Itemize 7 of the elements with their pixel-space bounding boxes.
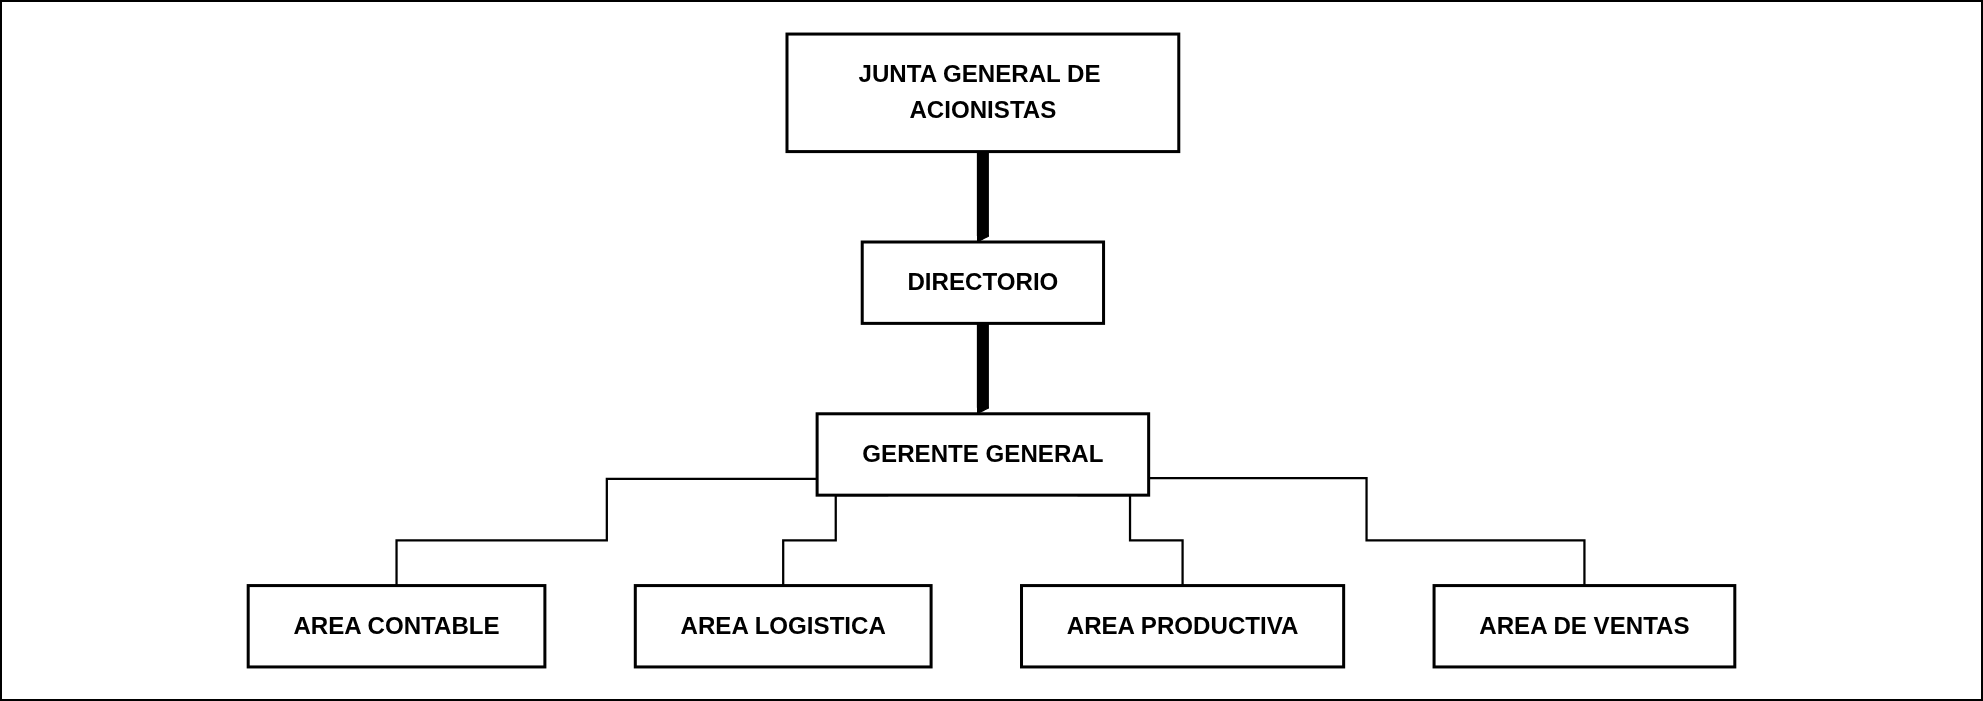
node-box: JUNTA GENERAL DE ACIONISTAS (785, 32, 1181, 154)
node-box: DIRECTORIO (860, 240, 1106, 325)
node-box: GERENTE GENERAL (815, 412, 1151, 497)
node-box: AREA PRODUCTIVA (1020, 584, 1346, 669)
node-box: AREA CONTABLE (246, 584, 547, 669)
node-box: AREA LOGISTICA (633, 584, 933, 669)
node-box: AREA DE VENTAS (1432, 584, 1737, 669)
